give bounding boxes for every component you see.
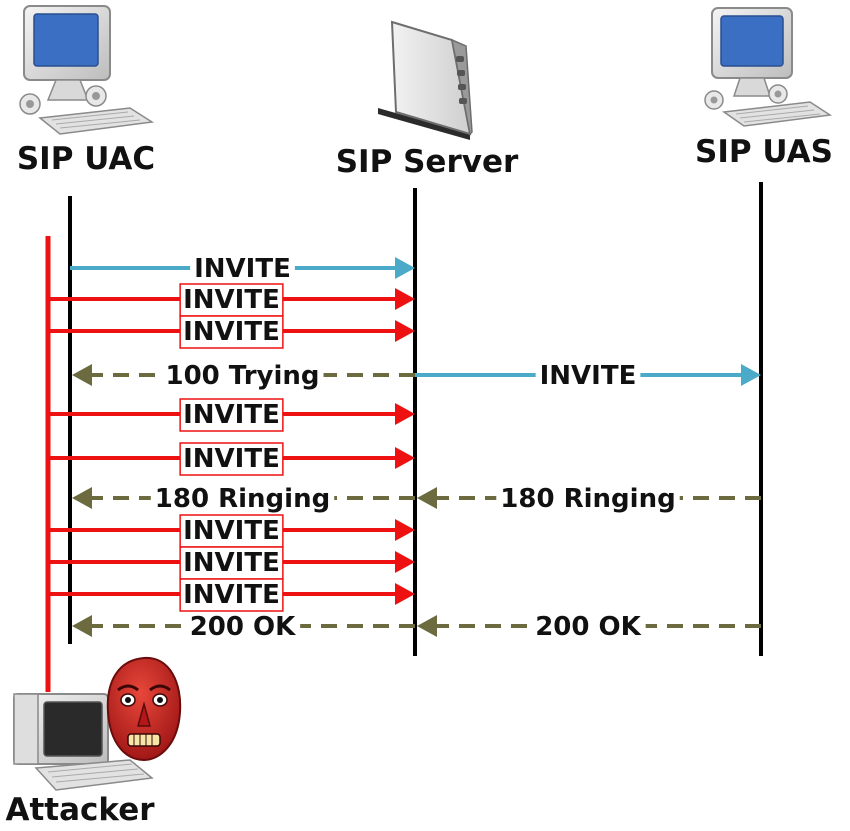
message-14: 200 OK — [417, 612, 761, 642]
message-5: INVITE — [415, 361, 761, 391]
message-2: INVITE — [48, 283, 415, 317]
message-9: 180 Ringing — [417, 484, 761, 514]
message-arrow-head — [395, 403, 415, 425]
server-icon — [378, 20, 473, 140]
message-1: INVITE — [70, 254, 415, 284]
message-11: INVITE — [48, 546, 415, 580]
message-label-bg — [161, 361, 324, 391]
message-label-bg — [150, 484, 335, 514]
server-label: SIP Server — [336, 144, 519, 180]
message-label: INVITE — [183, 580, 280, 610]
message-label-bg — [531, 612, 646, 642]
message-label-box — [179, 398, 284, 432]
message-label: INVITE — [183, 516, 280, 546]
message-label: INVITE — [183, 285, 280, 315]
message-label: INVITE — [183, 317, 280, 347]
message-arrow-head — [395, 551, 415, 573]
attacker-computer-icon — [13, 693, 154, 791]
message-arrow-head — [395, 257, 415, 279]
message-4: 100 Trying — [72, 361, 415, 391]
message-arrow-head — [72, 364, 92, 386]
message-label-box — [179, 442, 284, 476]
message-arrow-head — [395, 447, 415, 469]
message-arrow-head — [417, 487, 437, 509]
uac-computer-icon — [19, 5, 155, 135]
message-label: INVITE — [183, 444, 280, 474]
message-label: INVITE — [183, 548, 280, 578]
message-arrow-head — [741, 364, 761, 386]
message-arrow-head — [72, 615, 92, 637]
message-label-box — [179, 315, 284, 349]
message-label-bg — [535, 361, 641, 391]
message-label-box — [179, 578, 284, 612]
message-7: INVITE — [48, 442, 415, 476]
message-8: 180 Ringing — [72, 484, 415, 514]
uac-label: SIP UAC — [17, 141, 155, 177]
message-arrow-head — [417, 615, 437, 637]
message-label-bg — [185, 612, 301, 642]
message-12: INVITE — [48, 578, 415, 612]
message-label: 200 OK — [190, 612, 296, 642]
message-10: INVITE — [48, 514, 415, 548]
message-arrow-head — [395, 288, 415, 310]
message-3: INVITE — [48, 315, 415, 349]
message-arrow-head — [395, 519, 415, 541]
message-6: INVITE — [48, 398, 415, 432]
uas-computer-icon — [704, 7, 833, 127]
message-arrow-head — [395, 320, 415, 342]
attacker-label: Attacker — [5, 792, 155, 828]
attacker-mask-icon — [106, 656, 182, 762]
message-label: INVITE — [540, 361, 637, 391]
message-label-bg — [190, 254, 295, 284]
message-label-bg — [496, 484, 680, 514]
message-label: INVITE — [183, 400, 280, 430]
message-label: 200 OK — [535, 612, 641, 642]
message-arrow-head — [395, 583, 415, 605]
message-label-box — [179, 514, 284, 548]
message-label: 180 Ringing — [155, 484, 330, 514]
message-label-box — [179, 283, 284, 317]
message-arrow-head — [72, 487, 92, 509]
message-13: 200 OK — [72, 612, 415, 642]
message-label: INVITE — [194, 254, 291, 284]
message-label: 100 Trying — [165, 361, 319, 391]
uas-label: SIP UAS — [695, 134, 833, 170]
message-label: 180 Ringing — [500, 484, 675, 514]
